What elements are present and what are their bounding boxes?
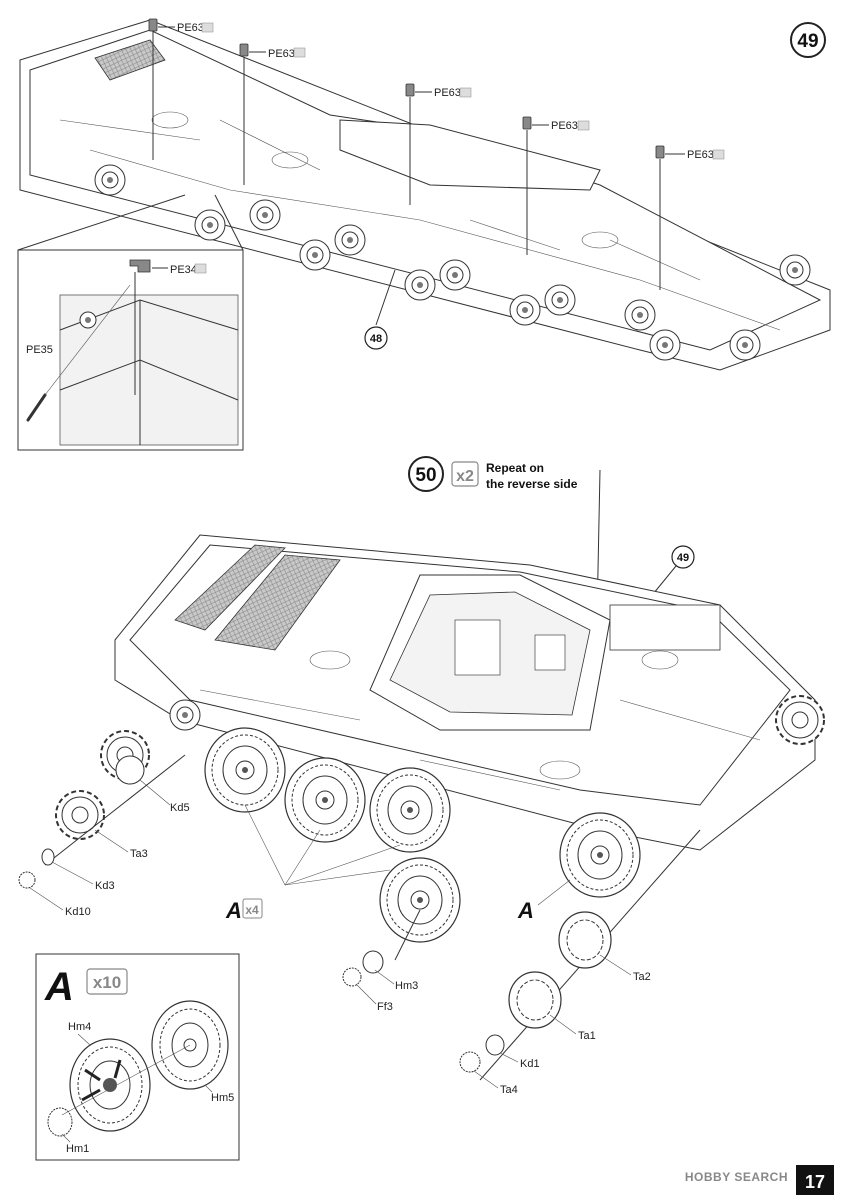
ta1-label: Ta1 (578, 1030, 596, 1042)
step-49-number: 49 (797, 31, 818, 52)
step-49: PE63 PE63 PE63 PE63 PE63 (17, 18, 831, 451)
pe63-part-4: PE63 (522, 116, 590, 255)
hm3-label: Hm3 (395, 980, 418, 992)
ta4-label: Ta4 (500, 1084, 518, 1096)
pe63-label-5: PE63 (687, 149, 714, 161)
a-single-letter: A (517, 898, 534, 923)
subassembly-a-multiplier: x10 (93, 973, 121, 992)
kd5-label: Kd5 (170, 802, 190, 814)
subassembly-a-box: A x10 Hm4 Hm5 Hm1 (35, 953, 240, 1161)
hm4-label: Hm4 (68, 1021, 91, 1033)
ta3-label: Ta3 (130, 848, 148, 860)
pe63-label-1: PE63 (177, 22, 204, 34)
subassembly-a-single-callout: A (517, 879, 571, 923)
footer: HOBBY SEARCH 17 (685, 1165, 834, 1195)
pe63-part-2: PE63 (239, 43, 306, 185)
pe63-part-3: PE63 (405, 83, 472, 205)
step-50: 50 x2 Repeat on the reverse side 49 (18, 456, 825, 1096)
step-49-badge: 49 (790, 22, 826, 58)
kd10-label: Kd10 (65, 906, 91, 918)
hm5-label: Hm5 (211, 1092, 234, 1104)
kd3-label: Kd3 (95, 880, 115, 892)
page-number: 17 (805, 1172, 825, 1192)
pe35-label: PE35 (26, 344, 53, 356)
ref-step-48: 48 (364, 269, 396, 350)
subassembly-a-x4-callout: A x4 (225, 898, 263, 923)
ref-step-49: 49 (639, 545, 695, 611)
ref-48-number: 48 (370, 333, 382, 345)
step-50-badge: 50 x2 Repeat on the reverse side (408, 456, 578, 492)
a-x4-letter: A (225, 898, 242, 923)
ref-49-number: 49 (677, 552, 689, 564)
repeat-instruction-line1: Repeat on (486, 461, 544, 475)
step-50-number: 50 (415, 465, 436, 486)
ff3-label: Ff3 (377, 1001, 393, 1013)
pe63-label-3: PE63 (434, 87, 461, 99)
wheel-half-hm4 (69, 1038, 151, 1132)
pe63-part-5: PE63 (655, 145, 725, 290)
pe34-label: PE34 (170, 264, 197, 276)
watermark-text: HOBBY SEARCH (685, 1170, 788, 1184)
hull-lower-drawing (114, 534, 825, 898)
subassembly-a-title: A (44, 965, 74, 1009)
repeat-instruction-line2: the reverse side (486, 477, 578, 491)
ta2-label: Ta2 (633, 971, 651, 983)
detail-inset: PE34 PE35 (17, 194, 244, 451)
hull-upper-drawing (19, 19, 831, 371)
step-50-multiplier: x2 (456, 468, 474, 485)
kd1-label: Kd1 (520, 1058, 540, 1070)
pe63-part-1: PE63 (148, 18, 214, 160)
pe63-label-2: PE63 (268, 48, 295, 60)
exploded-wheel-parts: Hm3 Ff3 Kd5 Ta3 Kd3 Kd10 (18, 730, 701, 1096)
pe63-label-4: PE63 (551, 120, 578, 132)
a-x4-multiplier: x4 (245, 903, 259, 917)
hm1-label: Hm1 (66, 1143, 89, 1155)
